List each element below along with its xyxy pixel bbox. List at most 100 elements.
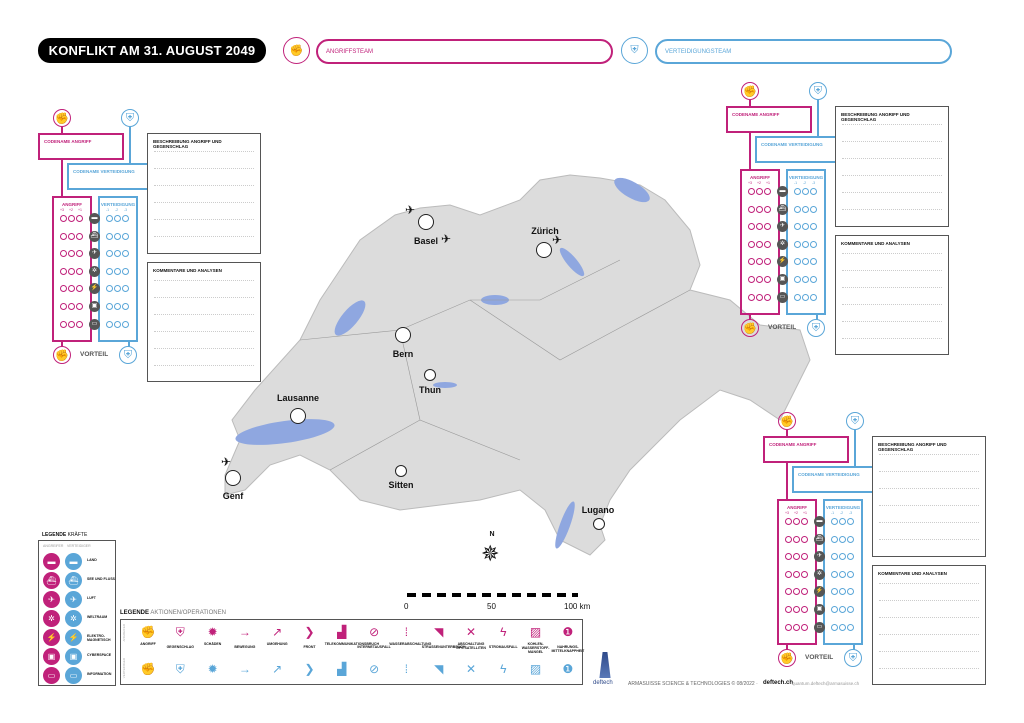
attack-score-circle[interactable] (801, 535, 808, 543)
defense-score-circle[interactable] (810, 240, 817, 248)
attack-score-circle[interactable] (793, 623, 800, 631)
defense-score-circle[interactable] (106, 215, 113, 222)
attack-score-circle[interactable] (68, 303, 75, 310)
attack-score-circle[interactable] (785, 570, 792, 578)
defense-score-circle[interactable] (114, 285, 121, 293)
defense-score-circle[interactable] (810, 223, 817, 231)
defense-score-circle[interactable] (106, 250, 113, 258)
defense-score-circle[interactable] (831, 518, 838, 525)
defense-score-circle[interactable] (847, 535, 854, 543)
defense-score-circle[interactable] (839, 588, 846, 596)
attack-score-circle[interactable] (68, 267, 75, 275)
attack-score-circle[interactable] (756, 258, 763, 266)
attack-score-circle[interactable] (756, 293, 763, 301)
codename-attack-input[interactable]: CODENAME ANGRIFF (38, 133, 124, 160)
attack-score-circle[interactable] (801, 588, 808, 596)
defense-score-circle[interactable] (802, 240, 809, 248)
attack-score-circle[interactable] (60, 267, 67, 275)
city-marker-bern[interactable] (395, 327, 411, 343)
attack-score-circle[interactable] (793, 518, 800, 525)
defense-score-circle[interactable] (794, 293, 801, 301)
defense-score-circle[interactable] (839, 535, 846, 543)
defense-score-circle[interactable] (831, 623, 838, 631)
codename-defense-input[interactable]: CODENAME VERTEIDIGUNG (67, 163, 153, 190)
attack-score-circle[interactable] (60, 232, 67, 240)
attack-score-circle[interactable] (748, 276, 755, 283)
codename-defense-input[interactable]: CODENAME VERTEIDIGUNG (755, 136, 841, 163)
city-marker-sitten[interactable] (395, 465, 407, 477)
defense-team-input[interactable]: VERTEIDIGUNGSTEAM (655, 39, 952, 64)
defense-score-circle[interactable] (847, 518, 854, 525)
defense-score-circle[interactable] (122, 285, 129, 293)
defense-score-circle[interactable] (831, 553, 838, 561)
defense-score-circle[interactable] (106, 303, 113, 310)
codename-attack-input[interactable]: CODENAME ANGRIFF (726, 106, 812, 133)
defense-score-circle[interactable] (106, 232, 113, 240)
attack-score-circle[interactable] (76, 267, 83, 275)
attack-score-circle[interactable] (76, 285, 83, 293)
defense-score-circle[interactable] (114, 215, 121, 222)
attack-score-circle[interactable] (785, 553, 792, 561)
description-textbox[interactable]: BESCHREIBUNG ANGRIFF UND GEGENSCHLAG (872, 436, 986, 557)
attack-score-circle[interactable] (68, 232, 75, 240)
defense-advantage-icon[interactable]: ⛨ (844, 649, 862, 667)
attack-score-circle[interactable] (748, 205, 755, 213)
defense-score-circle[interactable] (794, 223, 801, 231)
defense-score-circle[interactable] (810, 276, 817, 283)
city-marker-basel[interactable] (418, 214, 434, 230)
codename-defense-input[interactable]: CODENAME VERTEIDIGUNG (792, 466, 878, 493)
defense-score-circle[interactable] (831, 606, 838, 613)
defense-score-circle[interactable] (114, 303, 121, 310)
defense-score-circle[interactable] (794, 188, 801, 195)
defense-score-circle[interactable] (847, 553, 854, 561)
attack-score-circle[interactable] (756, 205, 763, 213)
defense-score-circle[interactable] (839, 553, 846, 561)
defense-score-circle[interactable] (106, 267, 113, 275)
attack-score-circle[interactable] (793, 570, 800, 578)
attack-score-circle[interactable] (76, 232, 83, 240)
defense-score-circle[interactable] (106, 320, 113, 328)
attack-score-circle[interactable] (60, 215, 67, 222)
defense-score-circle[interactable] (122, 320, 129, 328)
defense-score-circle[interactable] (114, 267, 121, 275)
footer-email-link[interactable]: quantum.deftech@armasuisse.ch (792, 681, 860, 686)
defense-advantage-icon[interactable]: ⛨ (119, 346, 137, 364)
attack-score-circle[interactable] (801, 518, 808, 525)
attack-score-circle[interactable] (68, 250, 75, 258)
attack-score-circle[interactable] (764, 188, 771, 195)
defense-score-circle[interactable] (831, 570, 838, 578)
defense-score-circle[interactable] (802, 258, 809, 266)
attack-score-circle[interactable] (785, 518, 792, 525)
attack-score-circle[interactable] (785, 623, 792, 631)
defense-score-circle[interactable] (794, 276, 801, 283)
attack-score-circle[interactable] (748, 240, 755, 248)
city-marker-thun[interactable] (424, 369, 436, 381)
defense-score-circle[interactable] (114, 232, 121, 240)
defense-score-circle[interactable] (810, 205, 817, 213)
attack-advantage-icon[interactable]: ✊ (741, 319, 759, 337)
attack-score-circle[interactable] (76, 250, 83, 258)
attack-score-circle[interactable] (793, 588, 800, 596)
defense-score-circle[interactable] (810, 293, 817, 301)
attack-score-circle[interactable] (76, 320, 83, 328)
defense-score-circle[interactable] (122, 215, 129, 222)
attack-score-circle[interactable] (756, 240, 763, 248)
attack-score-circle[interactable] (801, 606, 808, 613)
attack-score-circle[interactable] (793, 553, 800, 561)
comments-textbox[interactable]: KOMMENTARE UND ANALYSEN (147, 262, 261, 382)
defense-score-circle[interactable] (802, 205, 809, 213)
attack-advantage-icon[interactable]: ✊ (778, 649, 796, 667)
comments-textbox[interactable]: KOMMENTARE UND ANALYSEN (835, 235, 949, 355)
defense-score-circle[interactable] (106, 285, 113, 293)
defense-score-circle[interactable] (839, 606, 846, 613)
defense-score-circle[interactable] (122, 232, 129, 240)
city-marker-lugano[interactable] (593, 518, 605, 530)
attack-team-input[interactable]: ANGRIFFSTEAM (316, 39, 613, 64)
defense-score-circle[interactable] (810, 258, 817, 266)
attack-score-circle[interactable] (68, 320, 75, 328)
defense-score-circle[interactable] (847, 606, 854, 613)
attack-score-circle[interactable] (748, 293, 755, 301)
attack-score-circle[interactable] (764, 276, 771, 283)
defense-score-circle[interactable] (831, 588, 838, 596)
codename-attack-input[interactable]: CODENAME ANGRIFF (763, 436, 849, 463)
